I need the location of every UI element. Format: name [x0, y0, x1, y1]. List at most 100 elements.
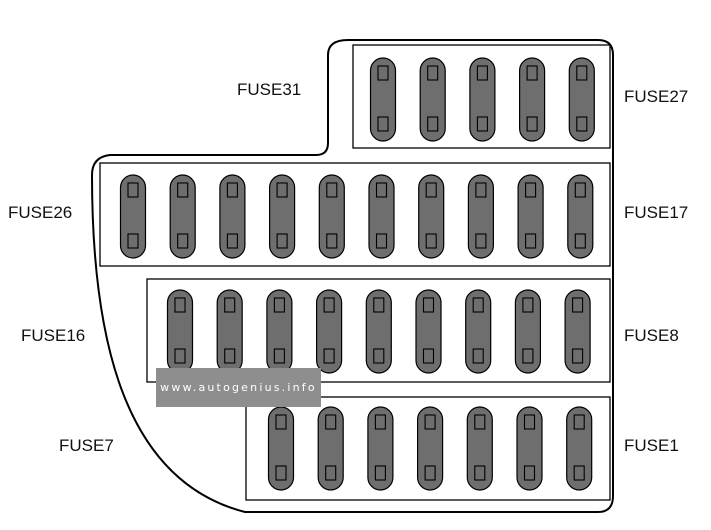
- fuse-terminal-bottom: [525, 233, 537, 249]
- fuse-body: [316, 289, 343, 374]
- fuse: [365, 289, 392, 374]
- fuse-terminal-bottom: [226, 233, 238, 249]
- label-fuse1: FUSE1: [624, 436, 679, 455]
- fuse: [469, 57, 496, 142]
- fuse-terminal-bottom: [174, 348, 186, 364]
- fuse: [514, 289, 542, 374]
- fuse: [219, 174, 246, 259]
- fuse-terminal-bottom: [224, 348, 236, 364]
- fuse-terminal-top: [224, 297, 236, 313]
- fuse-terminal-top: [475, 182, 487, 198]
- fuse-terminal-bottom: [472, 348, 484, 364]
- fuse-body: [318, 174, 345, 259]
- fuse-terminal-top: [573, 414, 585, 430]
- fuse-terminal-top: [273, 297, 285, 313]
- fuse-body: [518, 57, 546, 142]
- fuse-terminal-top: [374, 414, 386, 430]
- fuse-terminal-top: [377, 65, 389, 81]
- label-fuse31: FUSE31: [237, 80, 302, 99]
- fuse-terminal-bottom: [476, 116, 488, 132]
- fuse: [465, 289, 492, 374]
- fuse-row-frame: [99, 162, 611, 267]
- fuse: [316, 289, 343, 374]
- fuse: [566, 406, 593, 491]
- fuse-terminal-top: [525, 182, 537, 198]
- fuse-terminal-top: [574, 182, 586, 198]
- label-fuse26: FUSE26: [8, 203, 73, 222]
- fuse-terminal-top: [375, 182, 388, 198]
- fuse-terminal-top: [276, 182, 288, 198]
- fuse-terminal-bottom: [373, 348, 385, 364]
- fuse-row-frame: [352, 44, 611, 149]
- fuse-terminal-bottom: [422, 348, 435, 364]
- fuse-terminal-bottom: [523, 465, 536, 481]
- fuse-terminal-bottom: [325, 465, 337, 481]
- fuse-body: [465, 289, 492, 374]
- fuse: [269, 174, 296, 259]
- fuse-terminal-bottom: [177, 233, 189, 249]
- fuse-terminal-top: [526, 65, 538, 81]
- fuse-terminal-top: [323, 297, 335, 313]
- fuse-terminal-top: [325, 414, 337, 430]
- fuse-terminal-bottom: [425, 233, 437, 249]
- fuse-body: [417, 406, 444, 491]
- fuse-terminal-top: [522, 297, 534, 313]
- fuse: [417, 406, 444, 491]
- fuse-body: [317, 406, 344, 491]
- fuse: [518, 57, 546, 142]
- fuse-terminal-bottom: [572, 348, 584, 364]
- fuse: [467, 174, 494, 259]
- fuse-body: [415, 289, 442, 374]
- fuse-terminal-bottom: [474, 465, 486, 481]
- fuse-body: [517, 174, 544, 259]
- fuse-terminal-top: [422, 297, 435, 313]
- fuse-terminal-bottom: [276, 233, 288, 249]
- fuse-body: [568, 57, 595, 142]
- fuse-terminal-bottom: [475, 233, 487, 249]
- fuse: [169, 174, 196, 259]
- fuse-terminal-top: [572, 297, 584, 313]
- fuse-rows: [99, 44, 611, 501]
- fuse-terminal-top: [326, 182, 338, 198]
- fuse-body: [466, 406, 493, 491]
- fuse-body: [467, 174, 494, 259]
- fuse-body: [365, 289, 392, 374]
- fuse: [517, 174, 544, 259]
- fuse: [568, 57, 595, 142]
- fuse: [216, 289, 243, 374]
- fuse-terminal-top: [425, 182, 437, 198]
- fuse-terminal-top: [576, 65, 588, 81]
- fuse-terminal-bottom: [573, 465, 585, 481]
- fuse-terminal-bottom: [127, 233, 139, 249]
- fuse: [317, 406, 344, 491]
- fuse-terminal-top: [424, 414, 436, 430]
- fuse-terminal-bottom: [526, 116, 538, 132]
- fuse-terminal-bottom: [424, 465, 436, 481]
- fuse-body: [516, 406, 543, 491]
- fuse-terminal-bottom: [427, 116, 439, 132]
- fuse-body: [369, 57, 397, 142]
- fuse: [368, 174, 395, 259]
- fuse-body: [418, 174, 445, 259]
- fuse-body: [119, 174, 147, 259]
- fuse: [369, 57, 397, 142]
- fuse-terminal-bottom: [375, 233, 388, 249]
- fuse-terminal-top: [275, 414, 287, 430]
- fuse-terminal-bottom: [374, 465, 386, 481]
- fuse-terminal-bottom: [323, 348, 335, 364]
- fuse-body: [368, 174, 395, 259]
- fuse-body: [469, 57, 496, 142]
- fuse-terminal-top: [476, 65, 488, 81]
- fuse-body: [567, 174, 594, 259]
- fuse: [119, 174, 147, 259]
- fuse-terminal-bottom: [377, 116, 389, 132]
- label-fuse17: FUSE17: [624, 203, 689, 222]
- watermark: www.autogenius.info: [156, 368, 321, 407]
- fuse-terminal-top: [174, 297, 186, 313]
- fuse-row-frame: [146, 278, 611, 383]
- fuse: [418, 174, 445, 259]
- fuse-terminal-bottom: [326, 233, 338, 249]
- label-fuse27: FUSE27: [624, 87, 689, 106]
- fuse: [516, 406, 543, 491]
- fuse: [166, 289, 194, 374]
